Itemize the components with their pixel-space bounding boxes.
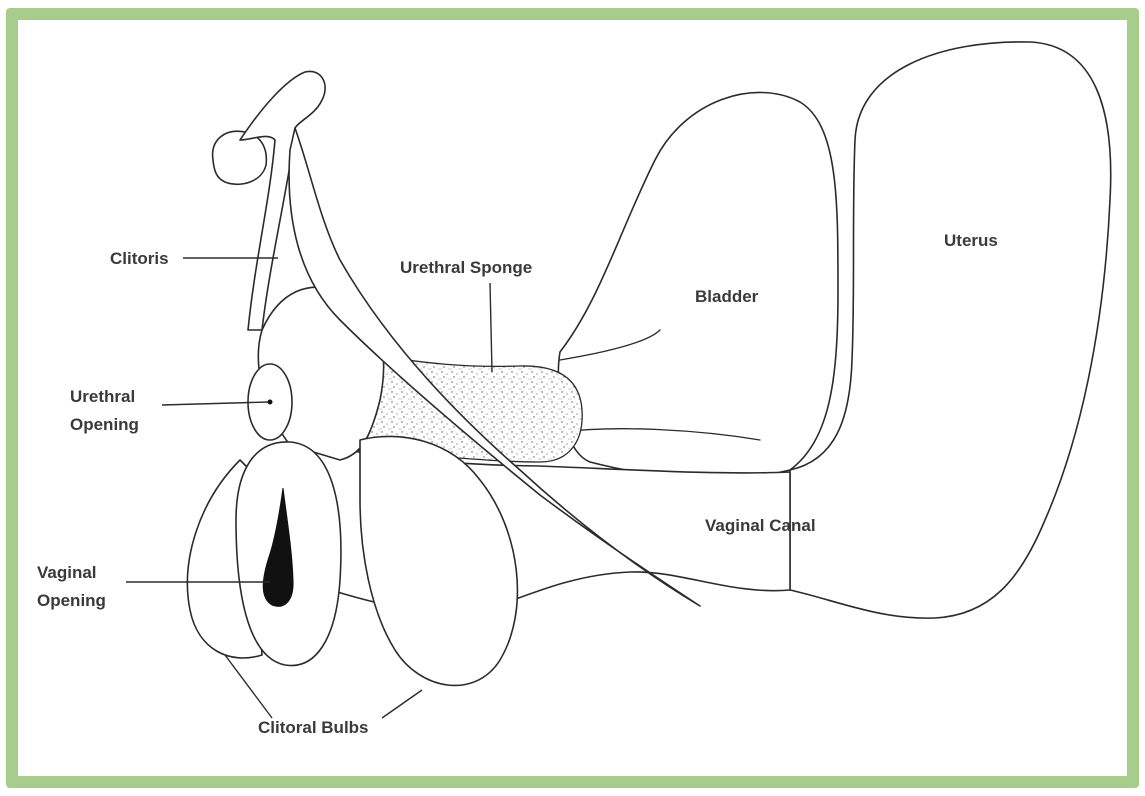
clitoral-bulbs-leader-right [382, 690, 422, 718]
label-urethral-sponge: Urethral Sponge [400, 258, 532, 277]
label-urethral-opening-2: Opening [70, 415, 139, 434]
label-vaginal-opening-1: Vaginal [37, 563, 97, 582]
label-clitoral-bulbs: Clitoral Bulbs [258, 718, 369, 737]
clitoral-bulbs-leader-left [225, 655, 272, 718]
bladder-shape [558, 92, 838, 478]
label-bladder: Bladder [695, 287, 759, 306]
urethral-opening-dot [268, 400, 273, 405]
label-vaginal-opening-2: Opening [37, 591, 106, 610]
urethral-sponge-leader [490, 283, 492, 372]
label-vaginal-canal: Vaginal Canal [705, 516, 816, 535]
label-uterus: Uterus [944, 231, 998, 250]
clitoris-glans-shape [213, 131, 267, 184]
uterus-shape [790, 42, 1111, 618]
label-clitoris: Clitoris [110, 249, 169, 268]
label-urethral-opening-1: Urethral [70, 387, 135, 406]
